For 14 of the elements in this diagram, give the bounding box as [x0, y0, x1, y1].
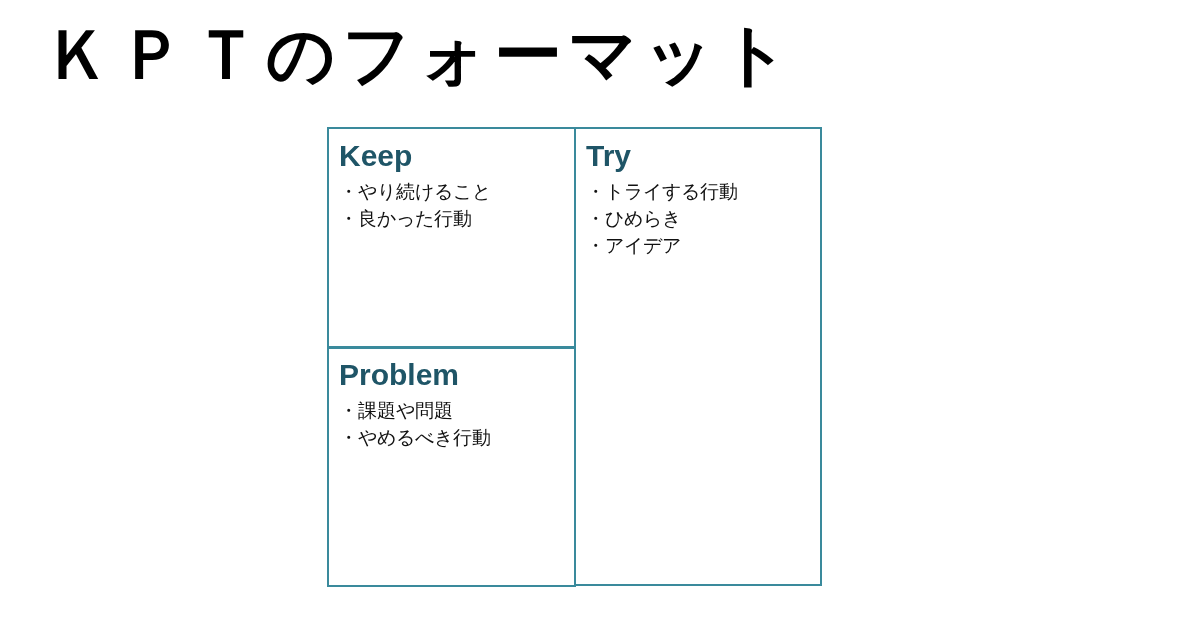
bullet-item: ・良かった行動: [339, 206, 472, 231]
quadrant-heading: Keep: [339, 139, 413, 172]
quadrant-box: [327, 346, 576, 587]
bullet-item: ・ひめらき: [586, 206, 681, 231]
bullet-item: ・やり続けること: [339, 179, 491, 204]
bullet-item: ・課題や問題: [339, 398, 453, 423]
quadrant-box: [574, 127, 822, 586]
quadrant-heading: Problem: [339, 358, 460, 391]
bullet-item: ・トライする行動: [586, 179, 738, 204]
bullet-item: ・アイデア: [586, 233, 681, 258]
bullet-item: ・やめるべき行動: [339, 425, 491, 450]
title: ＫＰＴのフォーマット: [44, 14, 796, 96]
quadrant-box: [327, 127, 576, 349]
quadrant-heading: Try: [586, 139, 632, 172]
